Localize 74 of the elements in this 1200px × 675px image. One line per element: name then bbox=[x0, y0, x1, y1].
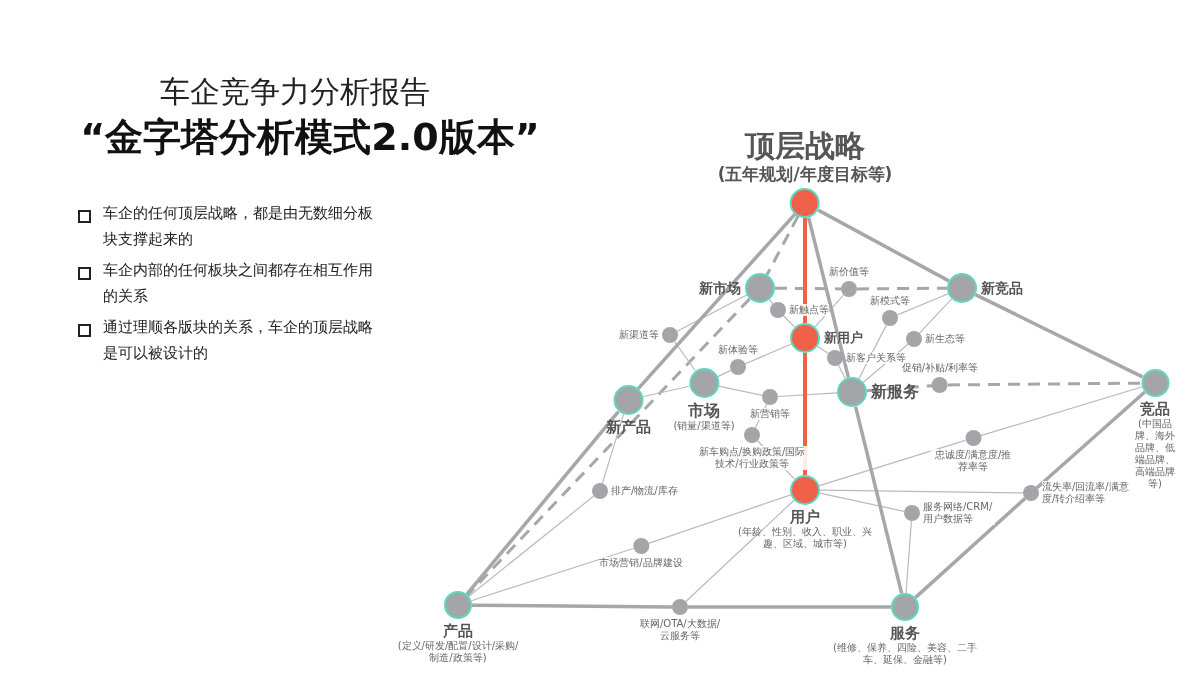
connector-line bbox=[744, 343, 792, 365]
node-label: 用户 bbox=[790, 509, 820, 527]
connector-line bbox=[676, 294, 748, 332]
node-label: 新用户 bbox=[824, 330, 863, 346]
node-label: 顶层战略 bbox=[745, 129, 865, 164]
connector-line bbox=[472, 603, 672, 609]
connector-line bbox=[819, 492, 905, 512]
node-label: 市场营销/品牌建设 bbox=[599, 557, 683, 569]
connector-line bbox=[647, 494, 792, 544]
node-label: 新产品 bbox=[605, 419, 651, 437]
node-label: 服务网络/CRM/用户数据等 bbox=[923, 501, 995, 525]
node-label: 新市场 bbox=[699, 279, 741, 297]
connector-line bbox=[688, 605, 891, 609]
node-label: 服务 bbox=[890, 625, 920, 643]
node-note: (年龄、性别、收入、职业、兴趣、区域、城市等) bbox=[737, 526, 873, 551]
node-label: 新营销等 bbox=[750, 408, 790, 420]
dashed-connector bbox=[948, 381, 1141, 387]
dashed-connector bbox=[866, 384, 933, 393]
connector-line bbox=[718, 385, 763, 396]
dashed-connector bbox=[857, 286, 947, 291]
node-label: 新触点等 bbox=[789, 304, 829, 316]
node-label: 排产/物流/库存 bbox=[611, 485, 678, 497]
node-label: 新渠道等 bbox=[619, 329, 659, 341]
connector-line bbox=[716, 369, 732, 378]
connector-line bbox=[803, 218, 807, 323]
node-label: 市场 bbox=[688, 402, 720, 421]
connector-line bbox=[980, 386, 1143, 437]
connector-line bbox=[768, 299, 774, 305]
connector-line bbox=[468, 495, 595, 597]
connector-line bbox=[853, 406, 904, 594]
node-label: 促销/补贴/利率等 bbox=[901, 362, 979, 374]
connector-line bbox=[674, 340, 696, 372]
node-label: 新竞品 bbox=[981, 279, 1023, 297]
connector-line bbox=[896, 293, 949, 316]
node-label: 新体验等 bbox=[718, 344, 758, 356]
node-label: 新车购点/换购政策/国际技术/行业政策等 bbox=[697, 446, 807, 470]
connector-line bbox=[601, 413, 625, 484]
subtitle: “金字塔分析模式2.0版本” bbox=[79, 114, 541, 161]
connector-line bbox=[914, 497, 1027, 599]
connector-line bbox=[974, 293, 1144, 379]
connector-line bbox=[918, 298, 953, 334]
connector-line bbox=[465, 410, 620, 596]
connector-line bbox=[819, 489, 1024, 494]
connector-line bbox=[806, 217, 851, 378]
node-note: (五年规划/年度目标等) bbox=[717, 163, 893, 184]
connector-line bbox=[782, 315, 796, 328]
connector-line bbox=[470, 547, 634, 602]
node-note: (定义/研发/配置/设计/采购/制造/政策等) bbox=[396, 640, 520, 665]
dashed-connector bbox=[765, 215, 800, 276]
node-label: 竞品 bbox=[1140, 401, 1170, 418]
bullet-text: 车企内部的任何板块之间都存在相互作用的关系 bbox=[103, 260, 374, 307]
dashed-connector bbox=[466, 297, 751, 596]
connector-line bbox=[814, 294, 845, 328]
connector-line bbox=[777, 392, 838, 398]
node-note: (维修、保养、四险、美容、二手车、延保、金融等) bbox=[832, 642, 978, 667]
title: 车企竞争力分析报告 bbox=[159, 73, 431, 111]
node-note: (销量/渠道等) bbox=[673, 420, 735, 433]
connector-line bbox=[1035, 391, 1146, 489]
bullet-text: 通过理顺各版块的关系，车企的顶层战略是可以被设计的 bbox=[103, 317, 374, 364]
node-label: 产品 bbox=[443, 623, 473, 641]
connector-line bbox=[816, 345, 829, 355]
node-label: 新服务 bbox=[871, 382, 919, 402]
node-label: 新价值等 bbox=[829, 266, 869, 278]
connector-line bbox=[636, 213, 797, 390]
node-label: 新模式等 bbox=[870, 295, 910, 307]
connector-line bbox=[905, 520, 912, 594]
node-label: 新生态等 bbox=[925, 333, 965, 345]
connector-line bbox=[818, 439, 966, 487]
dashed-connector bbox=[775, 286, 841, 291]
connector-line bbox=[642, 385, 690, 398]
bullet-text: 车企的任何顶层战略，都是由无数细分板块支撑起来的 bbox=[103, 203, 374, 250]
connector-line bbox=[817, 208, 950, 283]
node-label: 新客户关系等 bbox=[846, 352, 906, 364]
connector-line bbox=[685, 499, 795, 603]
